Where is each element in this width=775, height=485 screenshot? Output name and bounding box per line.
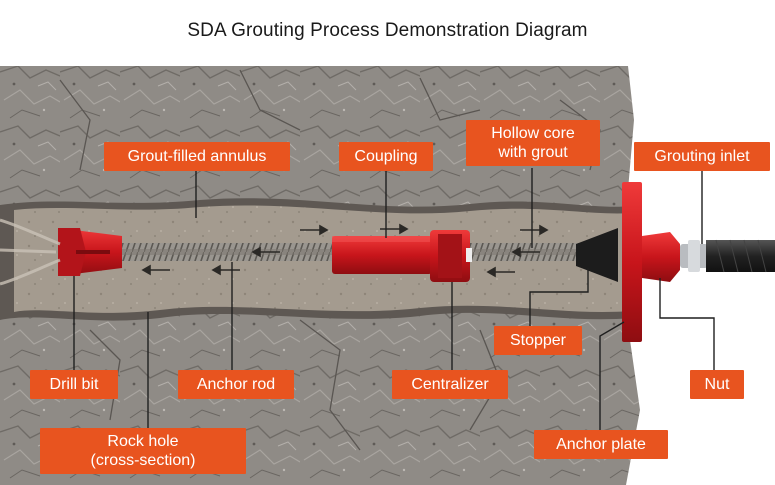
label-grout-filled-annulus: Grout-filled annulus [104,142,290,171]
drill-bit [58,228,122,276]
arrow-icon [511,246,540,258]
label-nut: Nut [690,370,744,399]
coupling [332,236,432,274]
label-hollow-core-line1: Hollow core [491,125,575,142]
arrow-icon [251,246,280,258]
arrow-icon [486,266,515,278]
label-grouting-inlet: Grouting inlet [634,142,770,171]
label-anchor-rod: Anchor rod [178,370,294,399]
leader-stopper [529,268,589,332]
anchor-plate [622,182,642,342]
label-rock-hole: Rock hole (cross-section) [40,428,246,474]
arrow-icon [211,264,240,276]
label-centralizer: Centralizer [392,370,508,399]
arrow-icon [300,224,329,236]
stopper [576,228,618,282]
diagram-title: SDA Grouting Process Demonstration Diagr… [187,20,588,41]
label-stopper: Stopper [494,326,582,355]
leader-anchor-plate [599,321,625,432]
label-hollow-core-line2: with grout [498,144,568,161]
arrow-icon [141,264,170,276]
centralizer [430,230,472,282]
label-hollow-core: Hollow core with grout [466,120,600,166]
label-coupling: Coupling [339,142,433,171]
arrow-icon [520,224,549,236]
label-rock-hole-line2: (cross-section) [90,452,196,469]
label-rock-hole-line1: Rock hole [107,433,179,450]
arrow-icon [380,223,409,235]
leader-nut [659,278,715,372]
label-drill-bit: Drill bit [30,370,118,399]
nut [642,232,680,282]
label-anchor-plate: Anchor plate [534,430,668,459]
